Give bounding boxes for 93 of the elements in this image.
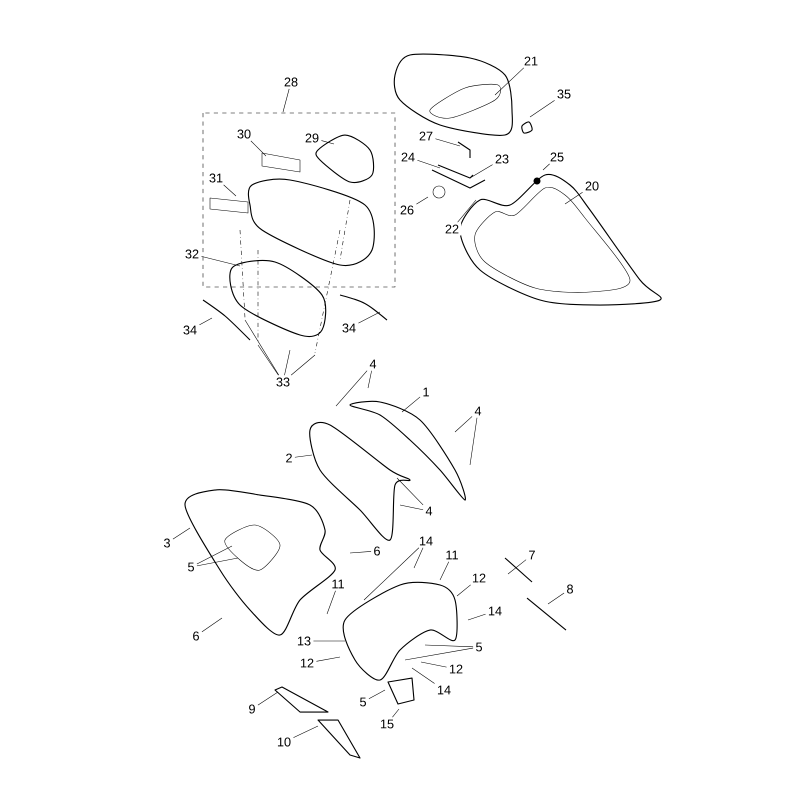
leader-line [196,546,232,564]
leader-line [244,320,280,376]
leader-line [199,318,212,326]
leader-line [468,614,486,620]
leader-line [396,478,424,506]
callout-number: 6 [190,629,202,643]
callout-number: 25 [548,150,566,164]
leader-line [454,416,472,432]
callout-number: 34 [340,321,358,335]
callout-number: 5 [473,640,485,654]
callout-number: 31 [206,171,226,185]
callout-number: 4 [423,504,435,518]
callout-number: 10 [274,735,294,749]
callout-number: 26 [398,203,416,217]
callout-number: 24 [398,150,418,164]
callout-number: 6 [371,544,383,558]
callout-number: 28 [282,75,300,89]
callout-number: 30 [234,127,254,141]
leader-line [400,504,424,510]
leader-line [424,644,474,648]
leader-line [420,662,447,668]
leader-line [530,100,555,118]
callout-number: 27 [416,129,436,143]
callout-number: 2 [283,451,295,465]
callout-number: 7 [526,548,538,562]
leader-line [548,592,564,604]
callout-number: 20 [582,179,602,193]
leader-line [316,656,340,662]
leader-line [282,88,290,112]
leader-line [368,370,372,388]
callout-number: 23 [492,152,512,166]
leader-line [258,692,278,706]
leader-line [435,138,460,146]
callout-number: 21 [522,54,540,68]
callout-number: 3 [161,536,173,550]
leader-line [202,618,222,632]
leader-line [250,140,266,156]
leader-line [412,668,435,684]
callout-number: 33 [274,375,292,389]
callout-number: 8 [564,582,576,596]
callout-number: 11 [443,548,461,562]
callout-number: 12 [446,662,466,676]
callout-number: 32 [182,247,202,261]
leader-line [350,551,372,554]
callout-number: 11 [329,578,347,590]
leader-line [196,558,238,566]
callout-number: 22 [442,222,462,236]
callout-number: 35 [554,87,574,101]
leader-line [358,312,380,324]
callout-number: 13 [294,634,314,648]
leader-line [290,354,316,376]
leader-line [414,547,424,568]
leader-line [293,726,318,738]
leader-line [508,559,526,574]
callout-number: 34 [180,323,200,337]
leader-line [258,344,279,376]
leader-line [470,417,478,466]
leader-line [321,140,334,144]
callout-number: 12 [298,656,316,670]
leader-line [542,164,550,170]
callout-number: 14 [416,534,436,548]
leader-line [294,454,312,458]
leader-line [402,396,420,412]
leader-line [456,584,471,596]
callout-number: 4 [472,404,484,418]
leader-line [494,68,524,96]
leader-line [368,690,386,700]
callout-number: 4 [367,358,379,370]
callout-number: 12 [470,571,488,585]
leader-line [201,256,240,266]
leader-line [223,184,236,196]
callout-number: 5 [357,695,369,709]
callout-number: 14 [486,604,504,618]
leader-line [313,640,346,642]
leader-line [564,192,583,204]
leader-line [284,350,290,376]
callout-number: 29 [302,131,322,145]
leader-line [440,561,450,580]
callout-number: 1 [420,386,432,398]
leader-line [457,200,476,222]
leader-line [364,547,420,600]
leader-line [417,160,440,168]
leader-line [404,648,474,660]
leader-line [326,590,336,614]
callout-number: 15 [378,718,396,731]
leader-line [336,370,368,406]
callout-number: 5 [185,560,197,574]
leader-line [172,528,190,540]
leader-line [392,708,400,718]
leader-line [416,196,428,204]
callout-number: 9 [246,702,258,716]
leader-line [470,164,493,178]
callout-number: 14 [434,684,454,696]
